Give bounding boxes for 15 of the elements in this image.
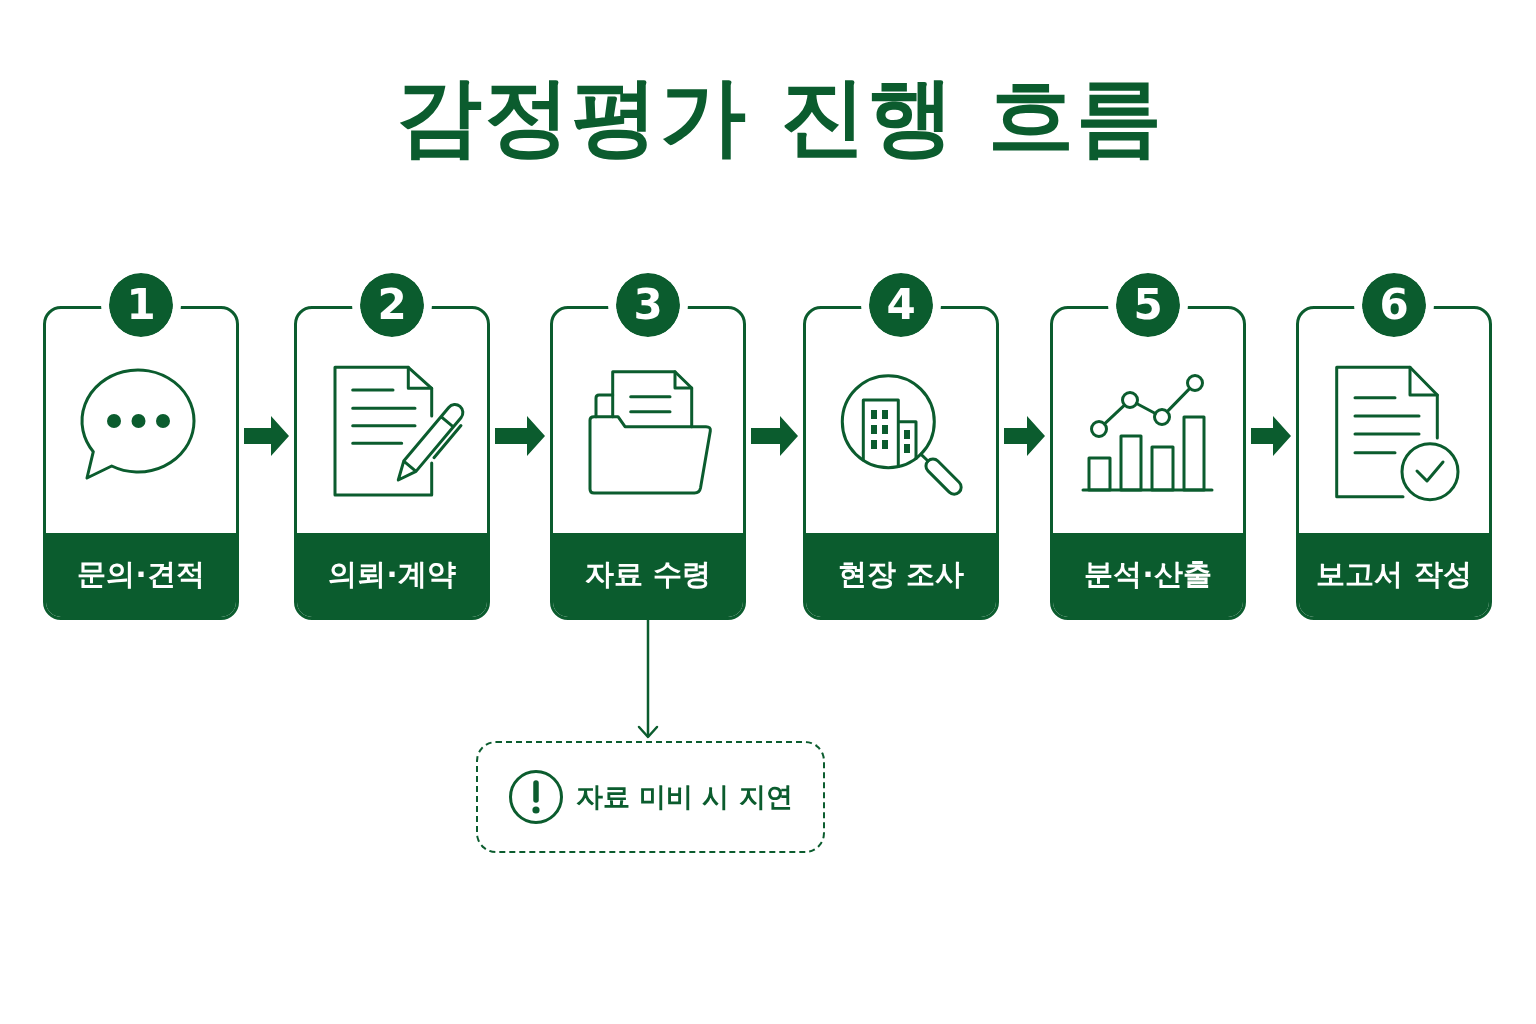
label-band: 보고서 작성: [1299, 533, 1489, 617]
label-band: 현장 조사: [806, 533, 996, 617]
title: 감정평가 진행 흐름: [395, 65, 1165, 168]
block-arrow: [1251, 416, 1291, 456]
block-arrow: [244, 416, 289, 456]
block-arrow: [495, 416, 545, 456]
note-box: [476, 741, 825, 853]
note-text: 자료 미비 시 지연: [575, 779, 793, 814]
label-band: 분석·산출: [1053, 533, 1243, 617]
label-band: 문의·견적: [46, 533, 236, 617]
label-band: 의뢰·계약: [297, 533, 487, 617]
block-arrow: [751, 416, 798, 456]
label-band: 자료 수령: [553, 533, 743, 617]
block-arrow: [1004, 416, 1045, 456]
arrow: [637, 620, 659, 739]
